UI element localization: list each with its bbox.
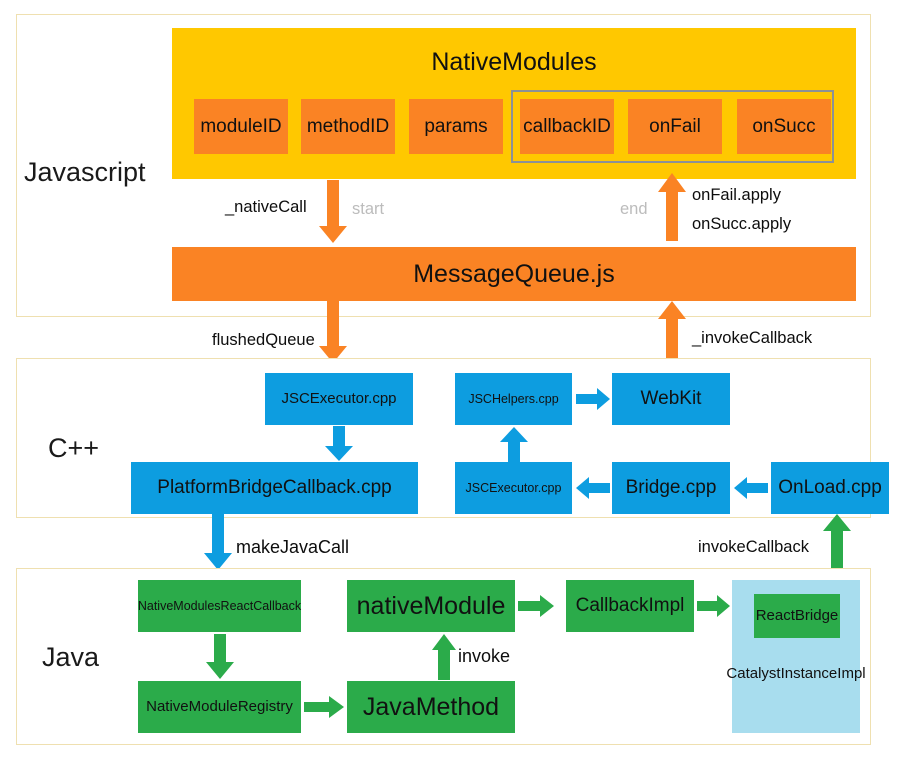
section-label-javascript: Javascript xyxy=(24,156,146,187)
catalyst-instance-impl-label: CatalystInstanceImpl xyxy=(726,665,866,683)
message-queue-bar[interactable]: MessageQueue.js xyxy=(172,247,856,301)
native-modules-title: NativeModules xyxy=(431,47,597,76)
label-onfail-apply: onFail.apply xyxy=(692,186,781,204)
label-invoke: invoke xyxy=(458,646,511,666)
arrow-javamethod-to-nativemodule-icon xyxy=(431,634,457,680)
label-make-java-call: makeJavaCall xyxy=(236,537,350,557)
label-flushed-queue: flushedQueue xyxy=(212,331,315,349)
label-invoke-callback-java: invokeCallback xyxy=(698,538,809,556)
arg-box-onfail[interactable]: onFail xyxy=(628,99,722,154)
label-invoke-callback-js: _invokeCallback xyxy=(692,329,813,347)
arrow-invoke-callback-js-icon xyxy=(657,301,687,363)
arrow-nativemodule-to-callbackimpl-icon xyxy=(518,595,554,617)
arrow-onload-to-bridge-icon xyxy=(734,477,768,499)
cpp-box-bridge[interactable]: Bridge.cpp xyxy=(612,462,730,514)
section-label-cpp: C++ xyxy=(48,432,100,463)
arrow-jscexecutor-to-platformbridge-icon xyxy=(324,426,354,461)
cpp-box-platformbridgecallback[interactable]: PlatformBridgeCallback.cpp xyxy=(131,462,418,514)
arrow-jschelpers-to-webkit-icon xyxy=(576,388,610,410)
arrow-callback-apply-icon xyxy=(657,173,687,241)
arrow-flushed-queue-icon xyxy=(318,301,348,363)
java-box-nativemodule[interactable]: nativeModule xyxy=(347,580,515,632)
arg-box-callbackid[interactable]: callbackID xyxy=(520,99,614,154)
arrow-reactcallback-to-registry-icon xyxy=(205,634,235,679)
label-onsucc-apply: onSucc.apply xyxy=(692,215,792,233)
cpp-box-webkit[interactable]: WebKit xyxy=(612,373,730,425)
arg-box-moduleid[interactable]: moduleID xyxy=(194,99,288,154)
arrow-registry-to-javamethod-icon xyxy=(304,696,344,718)
cpp-box-jschelpers[interactable]: JSCHelpers.cpp xyxy=(455,373,572,425)
label-end: end xyxy=(620,200,648,218)
arrow-make-java-call-icon xyxy=(203,514,233,570)
arg-box-methodid[interactable]: methodID xyxy=(301,99,395,154)
arrow-invoke-callback-java-icon xyxy=(822,514,852,570)
java-box-reactbridge[interactable]: ReactBridge xyxy=(754,594,840,638)
java-box-nativemodulesreactcallback[interactable]: NativeModulesReactCallback xyxy=(138,580,301,632)
arrow-native-call-icon xyxy=(318,180,348,243)
cpp-box-jscexecutor-top[interactable]: JSCExecutor.cpp xyxy=(265,373,413,425)
arrow-callbackimpl-to-catalyst-icon xyxy=(697,595,730,617)
arrow-jscexecutor-to-jschelpers-icon xyxy=(499,427,529,462)
label-native-call: _nativeCall xyxy=(225,198,307,216)
cpp-box-onload[interactable]: OnLoad.cpp xyxy=(771,462,889,514)
java-box-javamethod[interactable]: JavaMethod xyxy=(347,681,515,733)
java-box-callbackimpl[interactable]: CallbackImpl xyxy=(566,580,694,632)
cpp-box-jscexecutor-bottom[interactable]: JSCExecutor.cpp xyxy=(455,462,572,514)
section-label-java: Java xyxy=(42,641,100,672)
arrow-bridge-to-jscexecutor-icon xyxy=(576,477,610,499)
arg-box-params[interactable]: params xyxy=(409,99,503,154)
java-box-nativemoduleregistry[interactable]: NativeModuleRegistry xyxy=(138,681,301,733)
callback-group-frame xyxy=(511,90,834,163)
label-start: start xyxy=(352,200,385,218)
arg-box-onsucc[interactable]: onSucc xyxy=(737,99,831,154)
